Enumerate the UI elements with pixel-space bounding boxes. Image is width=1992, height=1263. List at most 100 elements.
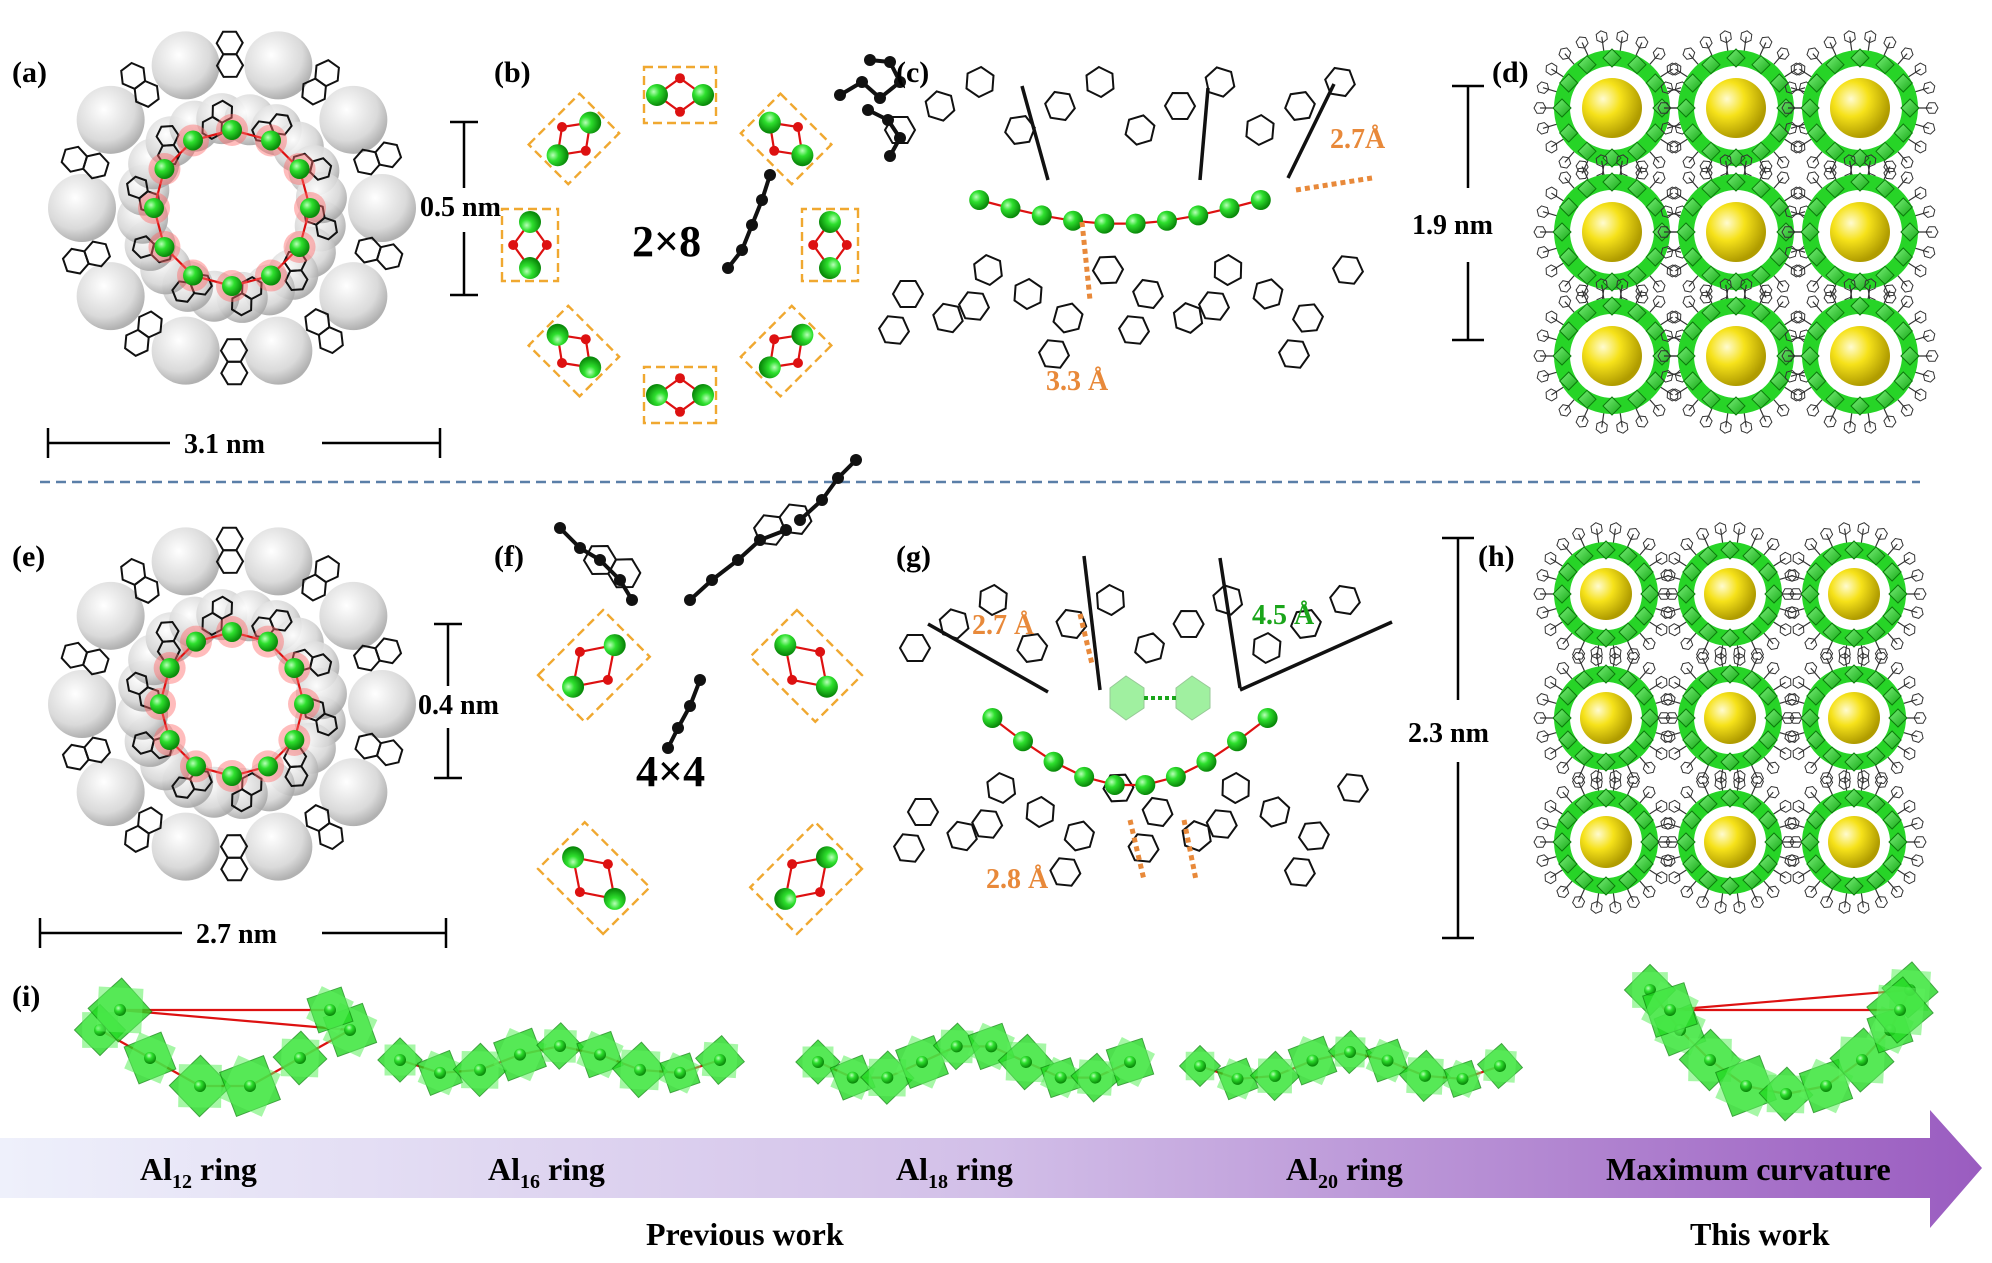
octahedron <box>1893 123 1914 143</box>
hexagon-ring <box>1823 36 1837 49</box>
hexagon-ring <box>1117 315 1151 345</box>
hexagon-ring <box>1558 47 1572 60</box>
octahedron <box>1698 870 1718 890</box>
ligand-spike <box>1286 83 1336 179</box>
octahedron <box>1822 670 1842 690</box>
oxygen-atom <box>574 887 585 898</box>
octahedron <box>1844 628 1864 648</box>
aluminum-atom <box>815 846 838 869</box>
hexagon-ring <box>1666 62 1679 76</box>
hexagon-ring <box>1590 776 1603 790</box>
carbon-atom <box>884 150 896 162</box>
guest-sphere <box>1704 816 1756 868</box>
aluminum-atom <box>186 756 206 777</box>
aluminum-atom <box>154 237 175 257</box>
hexagon-ring <box>1696 896 1710 909</box>
aluminum-atom <box>1381 1054 1394 1067</box>
aluminum-atom <box>222 120 242 140</box>
carbon-atom <box>850 454 862 466</box>
hexagon-ring <box>1124 114 1156 146</box>
hexagon-ring <box>1668 799 1681 813</box>
hexagon-ring <box>1806 171 1820 184</box>
hexagon-ring <box>1890 885 1904 899</box>
hexagon-ring <box>1925 102 1939 114</box>
hexagon-ring <box>171 776 196 799</box>
octahedron <box>1726 48 1746 68</box>
octahedron <box>1800 584 1820 604</box>
hexagon-ring <box>1626 651 1640 664</box>
aluminum-atom <box>284 730 305 750</box>
hexagon-ring <box>1911 817 1924 830</box>
octahedron <box>1627 141 1647 162</box>
oxygen-atom <box>574 646 585 657</box>
al-o-bond <box>119 1008 351 1032</box>
hexagon-ring <box>1890 661 1904 675</box>
octahedron <box>1682 197 1703 217</box>
polyhedron <box>1398 1049 1452 1103</box>
hexagon-ring <box>1544 551 1557 565</box>
hexagon-ring <box>1660 854 1673 867</box>
aluminum-atom <box>881 1071 894 1084</box>
polyhedron <box>1476 1042 1524 1090</box>
hexagon-ring <box>891 280 925 308</box>
octahedron <box>1634 854 1654 874</box>
hexagon-ring <box>1740 154 1753 168</box>
octahedron <box>1577 265 1597 286</box>
octahedron <box>1866 546 1886 566</box>
octahedron <box>1844 752 1864 772</box>
octahedron <box>1552 98 1572 118</box>
octahedron <box>1875 265 1895 286</box>
aluminum-atom <box>144 1052 156 1064</box>
hexagon-ring <box>1804 885 1818 899</box>
hexagon-ring <box>374 637 403 665</box>
oxygen-atom <box>675 373 685 384</box>
hexagon-ring <box>1779 551 1792 565</box>
hexagon-ring <box>374 141 403 169</box>
aluminum-atom <box>985 1040 998 1053</box>
hexagon-ring <box>1668 551 1681 565</box>
polyhedron <box>1178 1044 1222 1088</box>
octahedron <box>1602 172 1622 192</box>
ring-unit <box>536 608 652 724</box>
hexagon-ring <box>1874 527 1888 540</box>
hexagon-ring <box>1857 646 1870 660</box>
oxygen-atom <box>792 357 803 368</box>
octahedron <box>1806 123 1827 143</box>
hexagon-ring <box>1590 770 1603 784</box>
panel-e-diameter-scale <box>38 918 448 948</box>
polyhedron <box>1715 1055 1777 1117</box>
octahedron <box>1751 141 1771 162</box>
hexagon-ring <box>220 360 249 386</box>
aluminum-atom <box>159 658 180 678</box>
hexagon-ring <box>1820 772 1834 785</box>
hexagon-ring <box>1781 102 1795 114</box>
hexagon-ring <box>1572 651 1586 664</box>
octahedron <box>1602 396 1622 416</box>
oxygen-atom <box>675 106 685 117</box>
aluminum-atom <box>1020 1056 1032 1068</box>
polyhedron <box>1249 1050 1301 1102</box>
hexagon-ring <box>1252 631 1282 665</box>
hexagon-ring <box>1533 836 1547 848</box>
aluminum-atom <box>758 111 781 134</box>
aluminum-atom <box>819 210 841 233</box>
distance-marker <box>1127 819 1147 881</box>
hexagon-ring <box>1277 339 1311 369</box>
carbon-atom <box>816 494 828 506</box>
aluminum-atom <box>1012 731 1033 752</box>
aluminum-atom <box>603 634 626 657</box>
hexagon-ring <box>1776 295 1790 308</box>
aluminum-atom <box>1043 751 1064 772</box>
octahedron <box>1558 730 1578 750</box>
hexagon-ring <box>1890 785 1904 799</box>
octahedron <box>1825 54 1845 75</box>
oxygen-atom <box>808 240 819 250</box>
hexagon-ring <box>1714 646 1727 660</box>
panel-a-pore-scale <box>450 120 478 297</box>
hexagon-ring <box>1714 776 1727 790</box>
hexagon-ring <box>317 326 344 355</box>
hexagon-ring <box>1134 632 1166 664</box>
hexagon-ring <box>1890 537 1904 551</box>
hexagon-ring <box>1913 712 1927 724</box>
aluminum-atom <box>1306 1054 1319 1067</box>
